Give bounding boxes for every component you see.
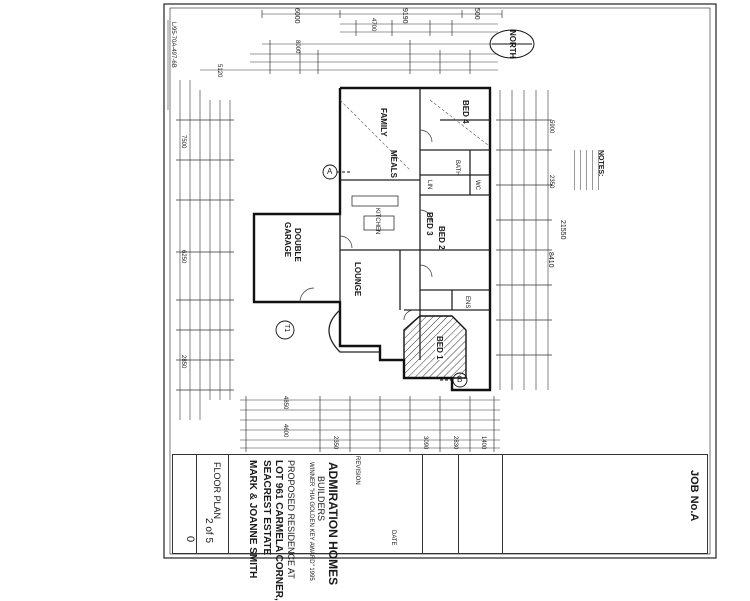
- dim-bottom-4600: 4600: [282, 424, 288, 438]
- dim-top-6000: 6000: [293, 8, 300, 24]
- dim-top-8000: 8000: [294, 40, 300, 54]
- dim-left-6250: 6250: [180, 250, 186, 264]
- bed4-diagonal: [429, 99, 489, 146]
- dimension-lines-right: [496, 90, 552, 390]
- room-label-garage-2: GARAGE: [283, 222, 292, 258]
- kitchen-island: [363, 215, 395, 231]
- room-label-garage-1: DOUBLE: [293, 228, 302, 262]
- revision-label: REVISION: [354, 456, 360, 485]
- entry-porch-curve: [328, 309, 380, 353]
- project-line-2: LOT 961 CARMELA CORNER,: [273, 460, 284, 601]
- award-line: WINNER "HIA GOLDEN KEY AWARD" 1995: [308, 462, 314, 581]
- room-label-ens: ENS: [464, 296, 470, 309]
- drawing-title: FLOOR PLAN: [212, 462, 222, 520]
- dim-left-7500: 7500: [180, 135, 186, 149]
- north-label: NORTH: [508, 30, 517, 59]
- floor-plan-sheet: 6000 9190 500 4700 8000 5120 21550 8410 …: [163, 3, 717, 601]
- section-marker-b-label: B: [457, 375, 463, 384]
- family-room-diagonal: [339, 99, 411, 171]
- room-label-bed1: BED 1: [435, 336, 444, 360]
- section-marker-b: [440, 372, 468, 388]
- company-name: ADMIRATION HOMES: [326, 462, 340, 586]
- dim-left-2850: 2850: [180, 355, 186, 369]
- client-name: MARK & JOANNE SMITH: [247, 460, 258, 579]
- section-marker-a: [322, 164, 352, 180]
- dim-right-21550: 21550: [559, 220, 566, 240]
- room-label-lin: LIN: [426, 180, 432, 190]
- door-swings: [299, 129, 433, 321]
- exterior-walls: [252, 86, 492, 392]
- interior-walls: [339, 88, 490, 360]
- t1-marker: [275, 320, 295, 340]
- room-label-bath: BATH: [454, 160, 460, 176]
- room-label-wc: WC: [474, 180, 480, 190]
- project-line-1: PROPOSED RESIDENCE AT: [286, 460, 296, 579]
- dim-top-4700: 4700: [370, 18, 376, 32]
- notes-lines: [574, 150, 602, 190]
- room-label-bed3: BED 3: [425, 212, 434, 236]
- dim-top-9190: 9190: [401, 8, 408, 24]
- side-reference: L/95-70A-497-6B: [170, 22, 176, 68]
- section-marker-a-label: A: [327, 167, 333, 176]
- company-subtitle: BUILDERS: [316, 476, 326, 522]
- project-line-3: SEACREST ESTATE: [261, 460, 272, 556]
- room-label-meals: MEALS: [389, 150, 398, 178]
- room-label-kitchen: KITCHEN: [374, 208, 380, 235]
- dim-right-8410: 8410: [547, 252, 554, 268]
- north-arrow-icon: [489, 29, 535, 59]
- revision-number: 0: [184, 536, 196, 543]
- room-label-bed4: BED 4: [461, 100, 470, 124]
- t1-marker-label: T1: [283, 324, 290, 333]
- dim-top-5120: 5120: [216, 64, 222, 78]
- sheet-number: 2 of 5: [203, 518, 214, 544]
- dim-bottom-1400: 1400: [480, 436, 486, 450]
- job-number: JOB No.A: [688, 470, 700, 522]
- dim-right-5900: 5900: [548, 120, 554, 134]
- dimension-lines-left: [176, 80, 234, 420]
- dim-top-500: 500: [473, 8, 480, 20]
- dim-bottom-2350: 2350: [332, 436, 338, 450]
- room-label-bed2: BED 2: [437, 226, 446, 250]
- room-label-family: FAMILY: [379, 108, 388, 137]
- kitchen-bench: [351, 195, 399, 207]
- dimension-lines-bottom: [240, 396, 500, 452]
- page-border: [163, 3, 717, 559]
- dim-right-2350: 2350: [548, 175, 554, 189]
- dimension-lines-top: [200, 10, 503, 74]
- dim-bottom-3090: 3090: [422, 436, 428, 450]
- room-label-lounge: LOUNGE: [353, 262, 362, 297]
- date-label: DATE: [390, 530, 396, 546]
- dim-bottom-2830: 2830: [452, 436, 458, 450]
- title-block-dividers: [172, 454, 708, 554]
- dim-bottom-4850: 4850: [282, 396, 288, 410]
